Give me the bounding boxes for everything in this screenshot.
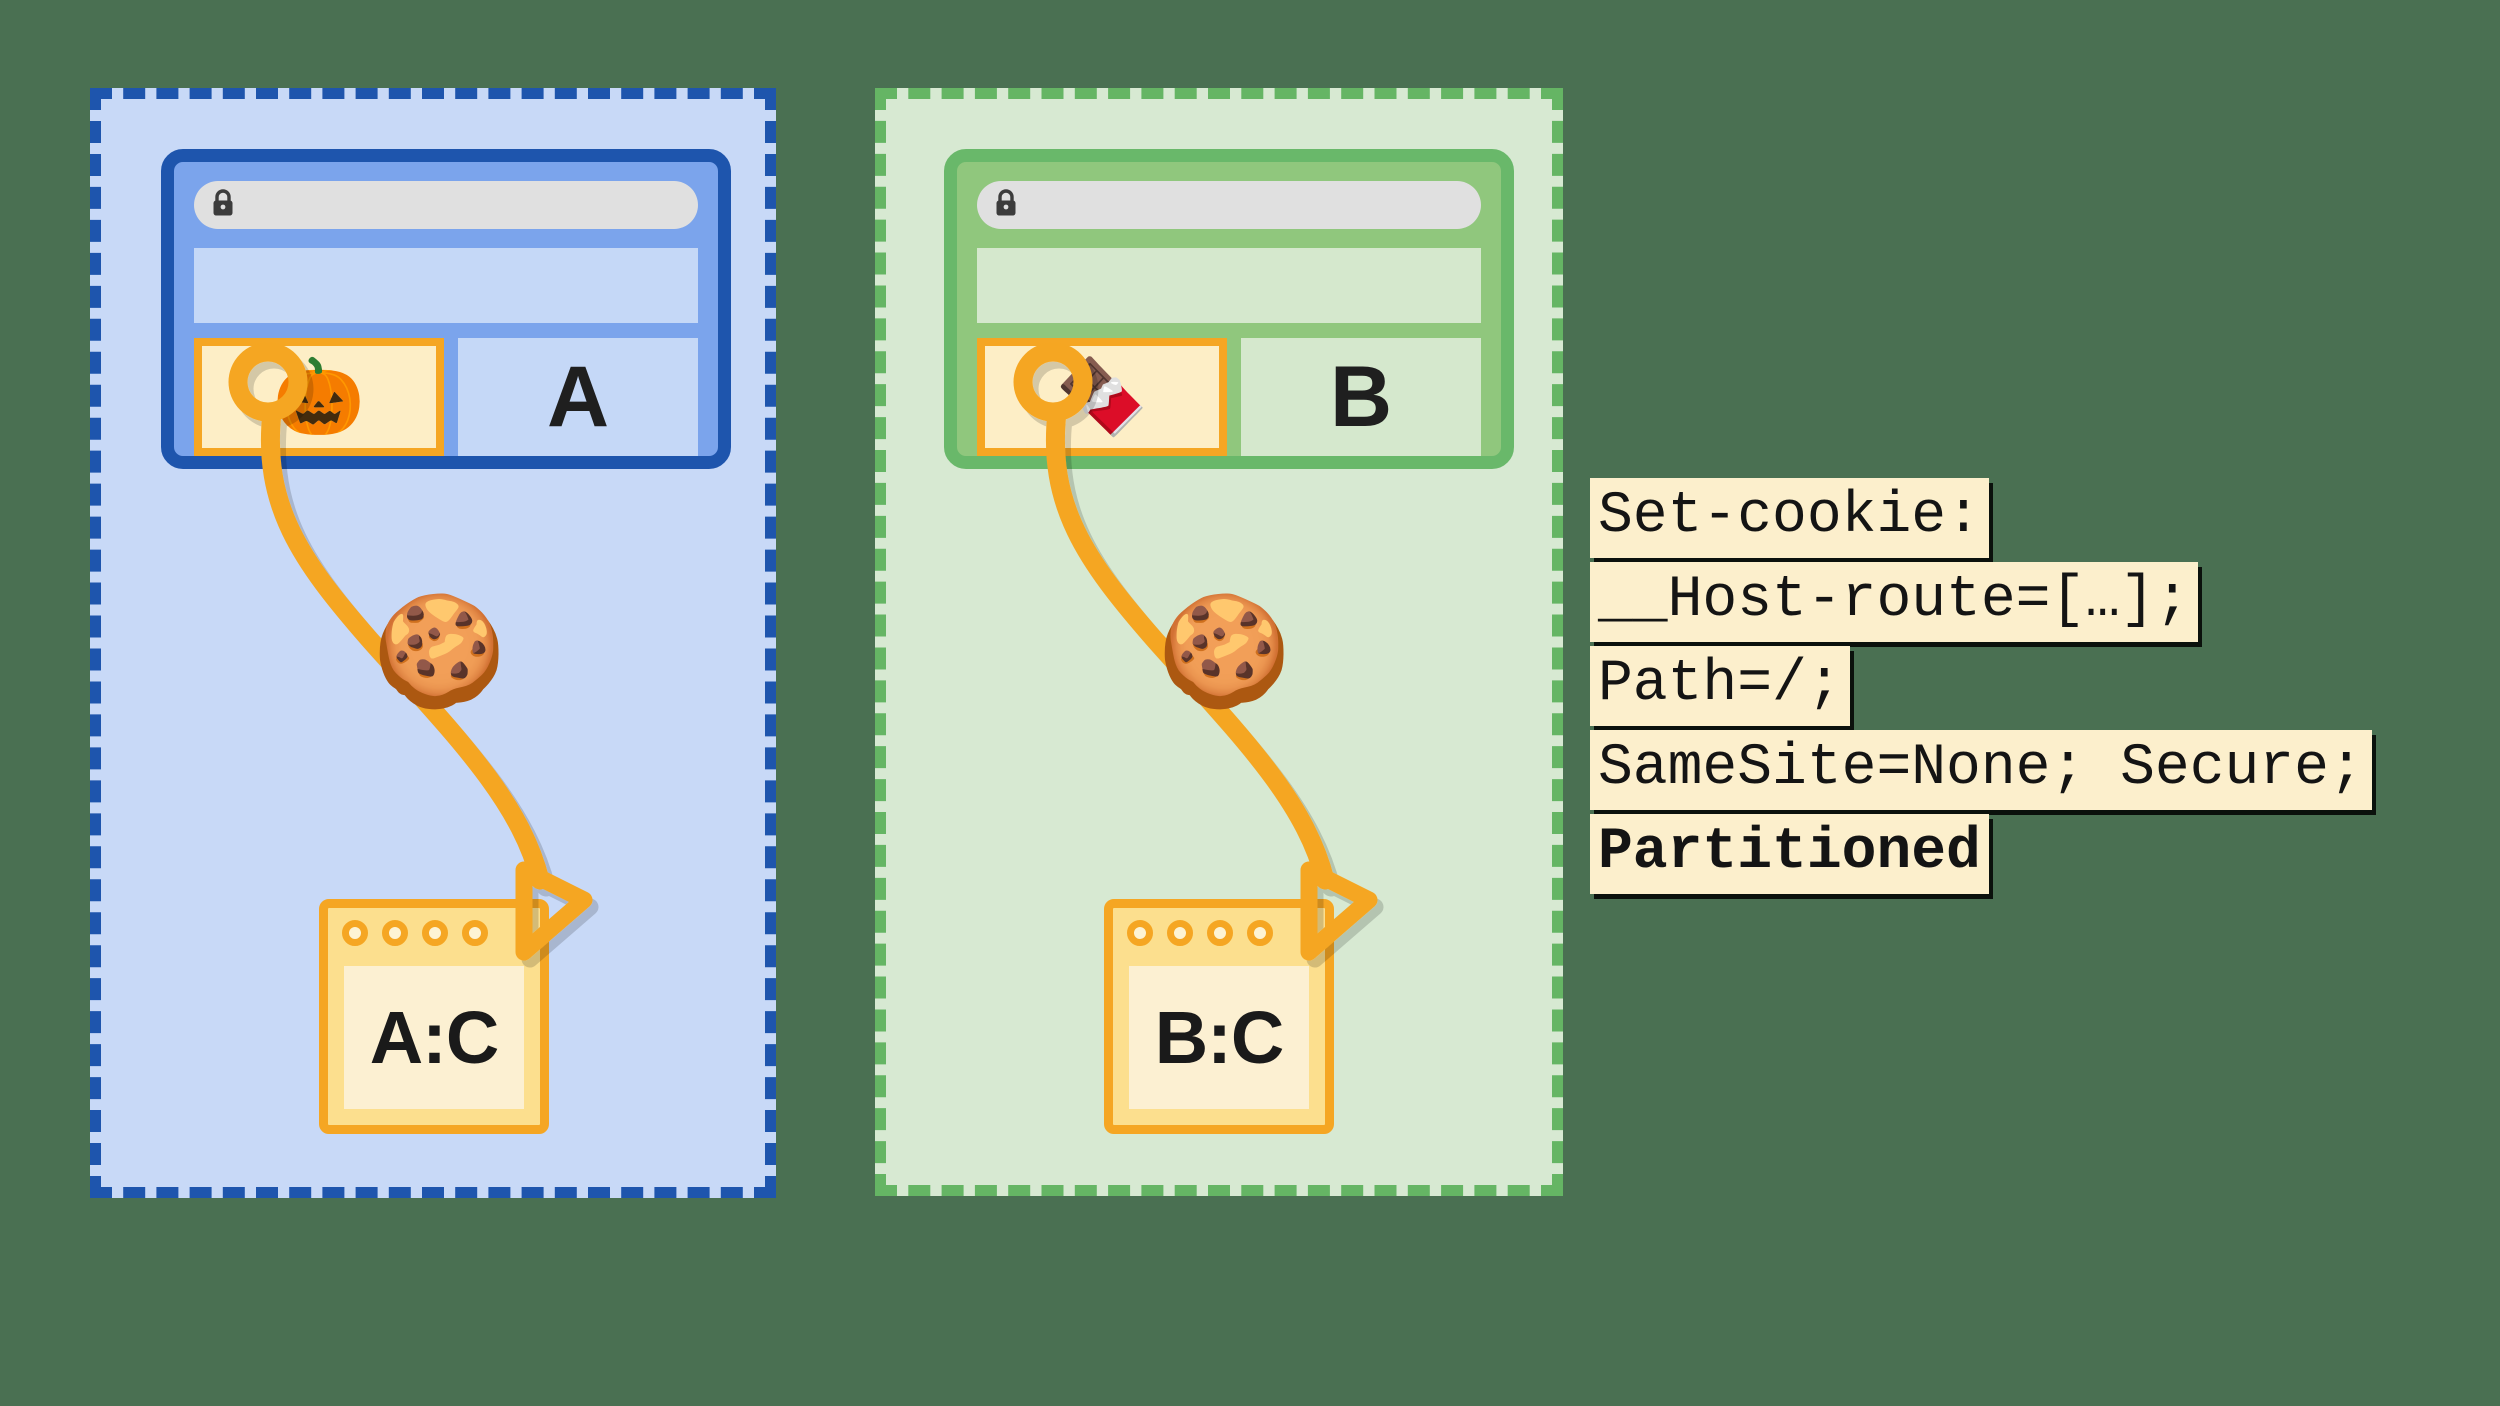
card-hole-icon [1167,920,1193,946]
code-line-partitioned: Partitioned [1590,814,1989,894]
embedded-iframe-a: 🎃 [194,338,444,456]
card-holes-a [342,920,488,946]
storage-key-b: B:C [1154,995,1285,1079]
storage-key-a: A:C [369,995,500,1079]
chocolate-bar-emoji: 🍫 [1055,355,1149,438]
page-label-box-b: B [1241,338,1481,456]
pumpkin-emoji: 🎃 [272,355,366,438]
browser-window-b: 🍫 B [944,149,1514,469]
url-bar-a[interactable] [194,181,698,229]
code-line: Path=/; [1590,646,1850,726]
page-label-box-a: A [458,338,698,456]
code-line: SameSite=None; Secure; [1590,730,2372,810]
page-label-b: B [1329,349,1393,445]
card-hole-icon [342,920,368,946]
card-screen-a: A:C [344,966,524,1109]
storage-card-b: B:C [1104,899,1334,1134]
card-hole-icon [382,920,408,946]
embedded-iframe-b: 🍫 [977,338,1227,456]
card-hole-icon [462,920,488,946]
card-hole-icon [1247,920,1273,946]
lock-icon [210,188,236,223]
card-screen-b: B:C [1129,966,1309,1109]
code-line: __Host-route=[…]; [1590,562,2198,642]
page-content-strip-a [194,248,698,323]
browser-window-a: 🎃 A [161,149,731,469]
set-cookie-code-block: Set-cookie: __Host-route=[…]; Path=/; Sa… [1590,478,2372,898]
card-hole-icon [1207,920,1233,946]
card-holes-b [1127,920,1273,946]
storage-card-a: A:C [319,899,549,1134]
url-bar-b[interactable] [977,181,1481,229]
cookie-emoji-b: 🍪 [1157,590,1292,711]
cookie-emoji-a: 🍪 [372,590,507,711]
page-row-b: 🍫 B [977,338,1481,456]
code-line: Set-cookie: [1590,478,1989,558]
page-label-a: A [546,349,610,445]
card-hole-icon [1127,920,1153,946]
page-content-strip-b [977,248,1481,323]
lock-icon [993,188,1019,223]
card-hole-icon [422,920,448,946]
page-row-a: 🎃 A [194,338,698,456]
